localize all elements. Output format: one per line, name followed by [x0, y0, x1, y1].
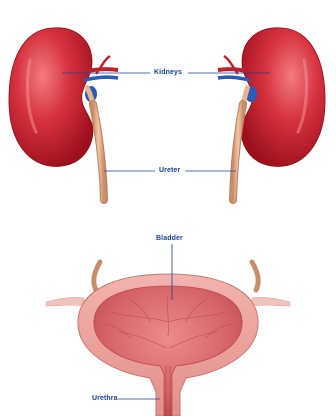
ureter-label: Ureter	[159, 167, 180, 174]
bladder-icon	[46, 262, 290, 416]
right-ureter	[233, 104, 243, 200]
left-ureter	[93, 104, 104, 200]
kidneys-label: Kidneys	[154, 69, 182, 76]
urethra-label: Urethra	[92, 395, 118, 402]
bladder-label: Bladder	[156, 235, 183, 242]
